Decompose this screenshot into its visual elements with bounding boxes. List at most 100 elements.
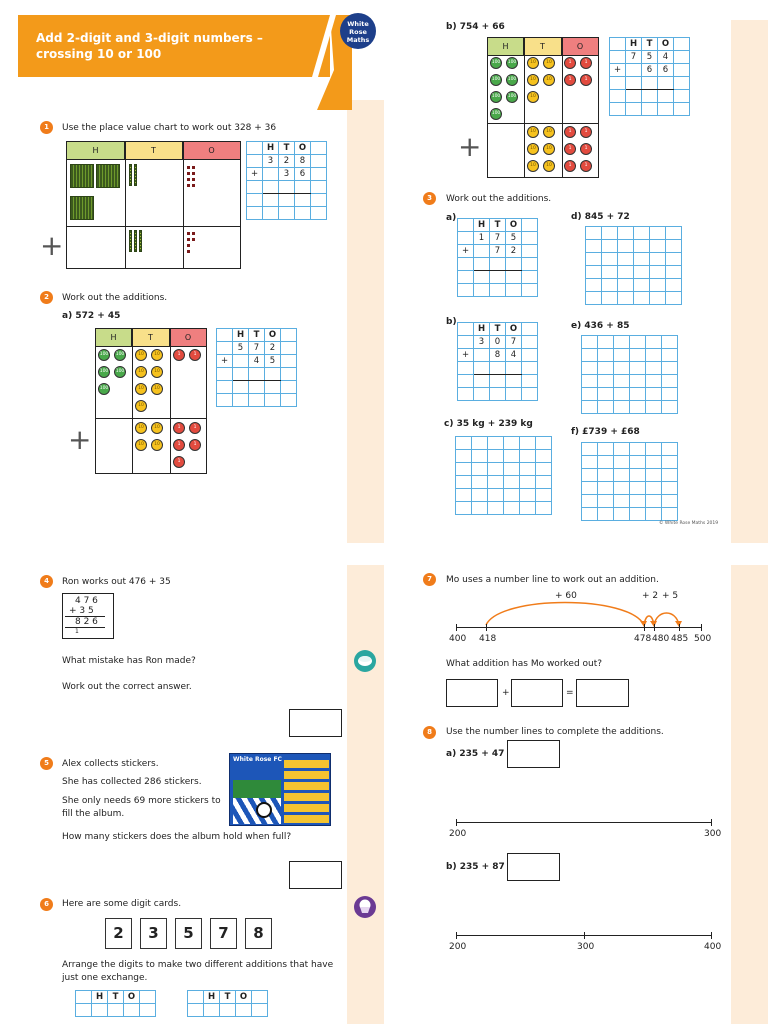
question-number: 5: [40, 757, 53, 770]
working-line: 8 2 6: [65, 616, 105, 628]
ten-counter: 10: [135, 383, 147, 395]
hundred-counter: 100: [506, 74, 518, 86]
part-label: a): [446, 213, 457, 223]
ten-counter: 10: [135, 439, 147, 451]
question-number: 4: [40, 575, 53, 588]
album-title: White Rose FC: [233, 756, 282, 763]
ten-rod: [134, 230, 137, 252]
column-grid[interactable]: [581, 335, 678, 414]
number-line-jumps: [485, 601, 682, 627]
ten-counter: 10: [151, 366, 163, 378]
pv-header-o: O: [170, 329, 206, 347]
tick-label: 200: [449, 829, 467, 839]
ten-counter: 10: [135, 400, 147, 412]
question-number: 2: [40, 291, 53, 304]
pv-header-t: T: [524, 38, 562, 56]
digit-card[interactable]: 8: [245, 918, 272, 949]
column-grid[interactable]: [585, 226, 682, 305]
answer-box[interactable]: [289, 861, 342, 889]
pv-header-o: O: [183, 142, 240, 160]
part-label: a) 572 + 45: [62, 311, 121, 321]
question-number: 6: [40, 898, 53, 911]
pv-header-o: O: [562, 38, 598, 56]
hundred-counter: 100: [114, 349, 126, 361]
hundred-block: [96, 164, 120, 188]
hundred-counter: 100: [98, 383, 110, 395]
plus-sign: +: [40, 229, 64, 262]
answer-box[interactable]: [507, 740, 560, 768]
one-counter: 1: [564, 74, 576, 86]
copyright: © White Rose Maths 2019: [659, 521, 719, 526]
pv-header-t: T: [125, 142, 183, 160]
question-text: Mo uses a number line to work out an add…: [446, 575, 659, 585]
digit-card[interactable]: 3: [140, 918, 167, 949]
working-line: 4 7 6: [75, 596, 98, 606]
question-number: 1: [40, 121, 53, 134]
pv-header-h: H: [96, 329, 132, 347]
hundred-block: [70, 164, 94, 188]
cupcake-icon: [354, 896, 376, 918]
side-strip-bottom-left: [347, 565, 384, 1024]
tick-label: 480: [652, 634, 670, 644]
ten-counter: 10: [527, 57, 539, 69]
reasoning-cup-icon: [354, 650, 376, 672]
question-text: fill the album.: [62, 809, 125, 819]
question-text: Work out the additions.: [446, 194, 552, 204]
ten-rod: [134, 164, 137, 186]
ten-counter: 10: [543, 143, 555, 155]
hundred-counter: 100: [490, 91, 502, 103]
part-label: e) 436 + 85: [571, 321, 630, 331]
ten-counter: 10: [135, 422, 147, 434]
hundred-counter: 100: [114, 366, 126, 378]
plus-sign: +: [458, 130, 482, 163]
digit-card[interactable]: 5: [175, 918, 202, 949]
tick-label: 300: [577, 942, 595, 952]
question-text: Work out the correct answer.: [62, 682, 192, 692]
column-grid[interactable]: [455, 436, 552, 515]
page-title: Add 2-digit and 3-digit numbers – crossi…: [36, 31, 263, 61]
number-line: [456, 822, 712, 823]
answer-box[interactable]: [511, 679, 563, 707]
digit-card[interactable]: 2: [105, 918, 132, 949]
one-counter: 1: [580, 126, 592, 138]
hundred-counter: 100: [490, 108, 502, 120]
tick-label: 200: [449, 942, 467, 952]
one-counter: 1: [564, 143, 576, 155]
one-counter: 1: [580, 74, 592, 86]
header-banner: [18, 15, 330, 77]
question-number: 8: [423, 726, 436, 739]
hundred-counter: 100: [98, 349, 110, 361]
ten-counter: 10: [151, 383, 163, 395]
answer-box[interactable]: [507, 853, 560, 881]
ten-counter: 10: [543, 57, 555, 69]
one-counter: 1: [580, 143, 592, 155]
hundred-counter: 100: [98, 366, 110, 378]
digit-card[interactable]: 7: [210, 918, 237, 949]
one-counter: 1: [189, 422, 201, 434]
plus-sign: +: [68, 423, 92, 456]
column-grid[interactable]: [581, 442, 678, 521]
number-line: [456, 627, 702, 628]
answer-box[interactable]: [289, 709, 342, 737]
jump-label: + 5: [662, 591, 679, 601]
answer-box[interactable]: [576, 679, 629, 707]
answer-box[interactable]: [446, 679, 498, 707]
ten-counter: 10: [543, 126, 555, 138]
ten-counter: 10: [135, 349, 147, 361]
pv-header-t: T: [132, 329, 170, 347]
tick-label: 418: [479, 634, 497, 644]
ten-rod: [129, 230, 132, 252]
one-counter: 1: [189, 349, 201, 361]
hundred-counter: 100: [506, 91, 518, 103]
place-value-chart: H T O: [487, 37, 599, 178]
equals-symbol: =: [566, 688, 574, 698]
question-text: Ron works out 476 + 35: [62, 577, 171, 587]
side-strip-top-right: [731, 20, 768, 543]
